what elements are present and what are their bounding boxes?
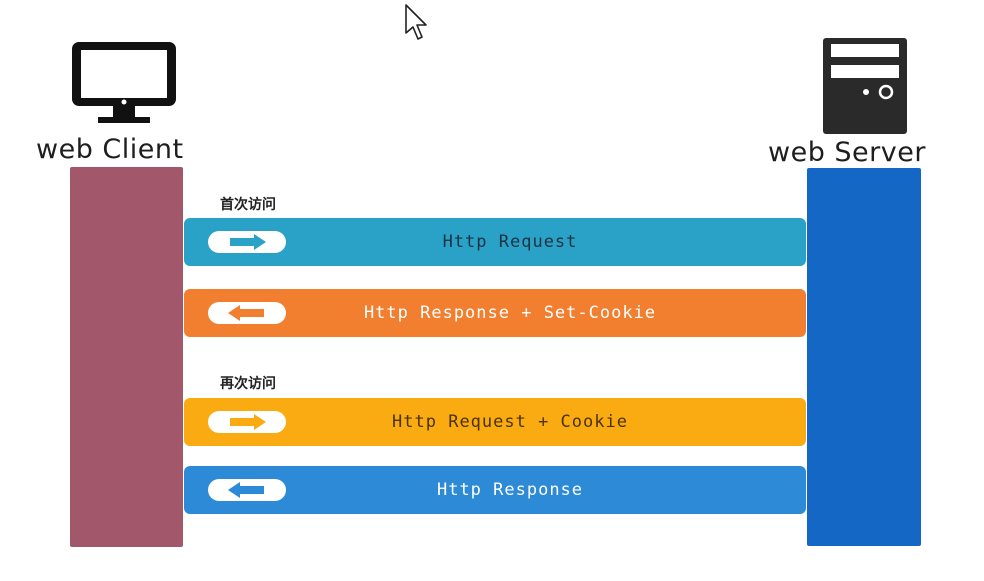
- message-text: Http Request + Cookie: [392, 412, 628, 432]
- message-http-request-cookie: Http Request + Cookie: [184, 398, 806, 446]
- second-visit-label: 再次访问: [220, 376, 276, 392]
- first-visit-label: 首次访问: [220, 197, 276, 213]
- client-label: web Client: [36, 134, 184, 165]
- server-lifeline: [807, 168, 921, 546]
- arrow-right-icon: [208, 231, 286, 253]
- message-http-response: Http Response: [184, 466, 806, 514]
- server-label: web Server: [768, 137, 926, 168]
- monitor-icon: [72, 42, 176, 123]
- message-text: Http Response + Set-Cookie: [363, 303, 657, 323]
- message-text: Http Response: [436, 480, 584, 500]
- server-icon: [823, 38, 907, 134]
- arrow-left-icon: [208, 302, 286, 324]
- client-lifeline: [70, 167, 183, 547]
- message-text: Http Request: [442, 232, 578, 252]
- message-http-response-set-cookie: Http Response + Set-Cookie: [184, 289, 806, 337]
- arrow-left-icon: [208, 479, 286, 501]
- message-http-request: Http Request: [184, 218, 806, 266]
- mouse-pointer-icon: [405, 4, 427, 40]
- arrow-right-icon: [208, 411, 286, 433]
